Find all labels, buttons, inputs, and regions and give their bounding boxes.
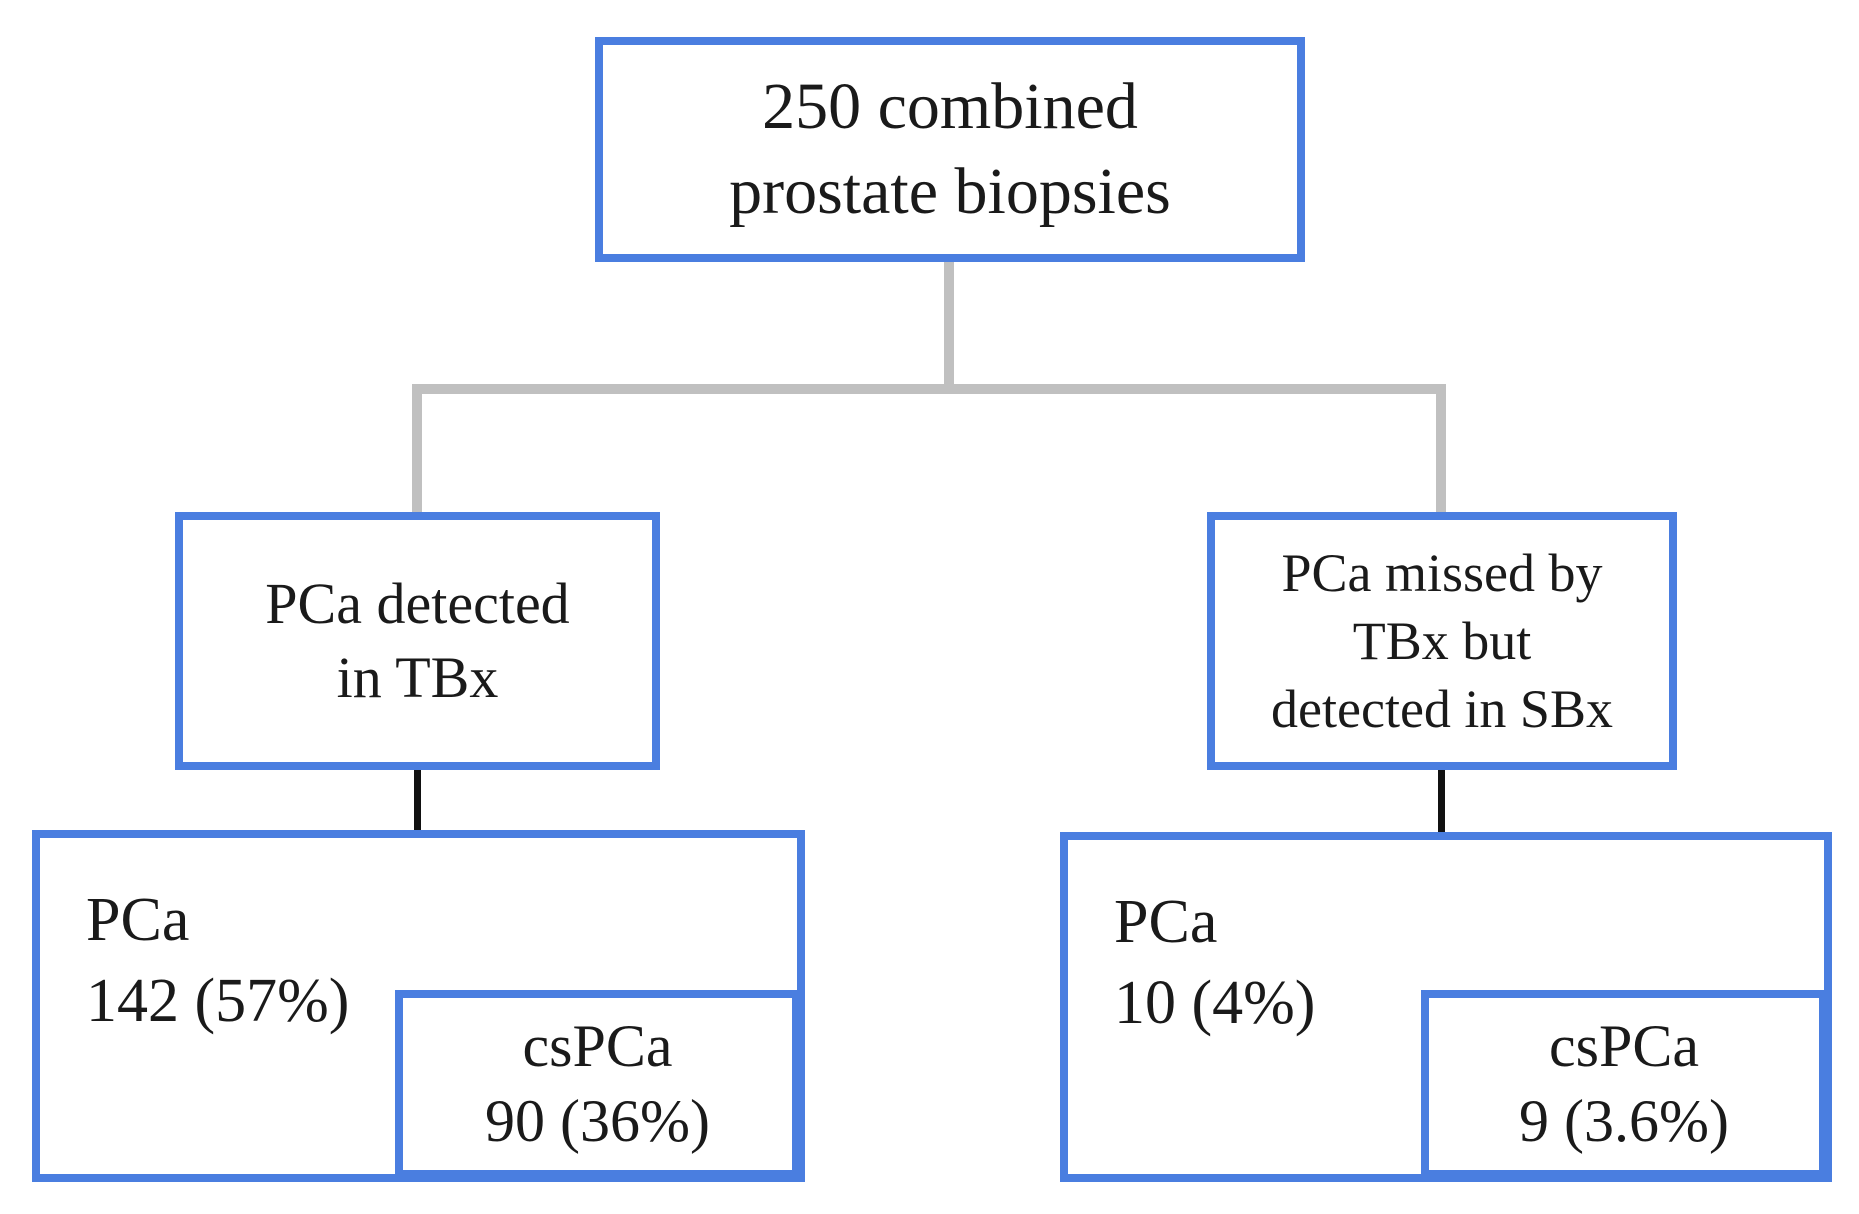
sbx-pca-label: PCa <box>1114 888 1218 956</box>
node-tbx-missed-line3: detected in SBx <box>1271 679 1613 740</box>
sbx-pca-value: 10 (4%) <box>1114 968 1316 1037</box>
node-tbx-detected-line2: in TBx <box>336 645 499 710</box>
tbx-pca-label: PCa <box>86 886 190 954</box>
sbx-cspca-label: csPCa <box>1549 1013 1699 1079</box>
connector-drop-left-gray <box>412 384 422 516</box>
connector-drop-right-gray <box>1436 384 1446 516</box>
tbx-cspca-value: 90 (36%) <box>485 1088 710 1154</box>
node-pca-detected-in-tbx: PCa detected in TBx <box>175 512 660 770</box>
node-pca-missed-by-tbx: PCa missed by TBx but detected in SBx <box>1207 512 1677 770</box>
node-tbx-missed-line2: TBx but <box>1352 610 1532 671</box>
node-sbx-cspca-result: csPCa 9 (3.6%) <box>1421 990 1827 1178</box>
tbx-pca-value: 142 (57%) <box>86 966 350 1035</box>
tbx-cspca-label: csPCa <box>522 1013 673 1079</box>
connector-sbx-result-black <box>1438 766 1445 834</box>
node-tbx-detected-line1: PCa detected <box>265 570 570 636</box>
node-total-line1: 250 combined <box>762 70 1138 144</box>
connector-tbx-result-black <box>414 766 421 834</box>
connector-rail-gray <box>412 384 1446 394</box>
node-tbx-missed-line1: PCa missed by <box>1281 542 1603 603</box>
node-total-line2: prostate biopsies <box>729 154 1171 228</box>
node-tbx-cspca-result: csPCa 90 (36%) <box>395 990 800 1178</box>
connector-stem-gray <box>944 258 954 392</box>
node-total-biopsies: 250 combined prostate biopsies <box>595 37 1305 262</box>
sbx-cspca-value: 9 (3.6%) <box>1519 1088 1729 1154</box>
